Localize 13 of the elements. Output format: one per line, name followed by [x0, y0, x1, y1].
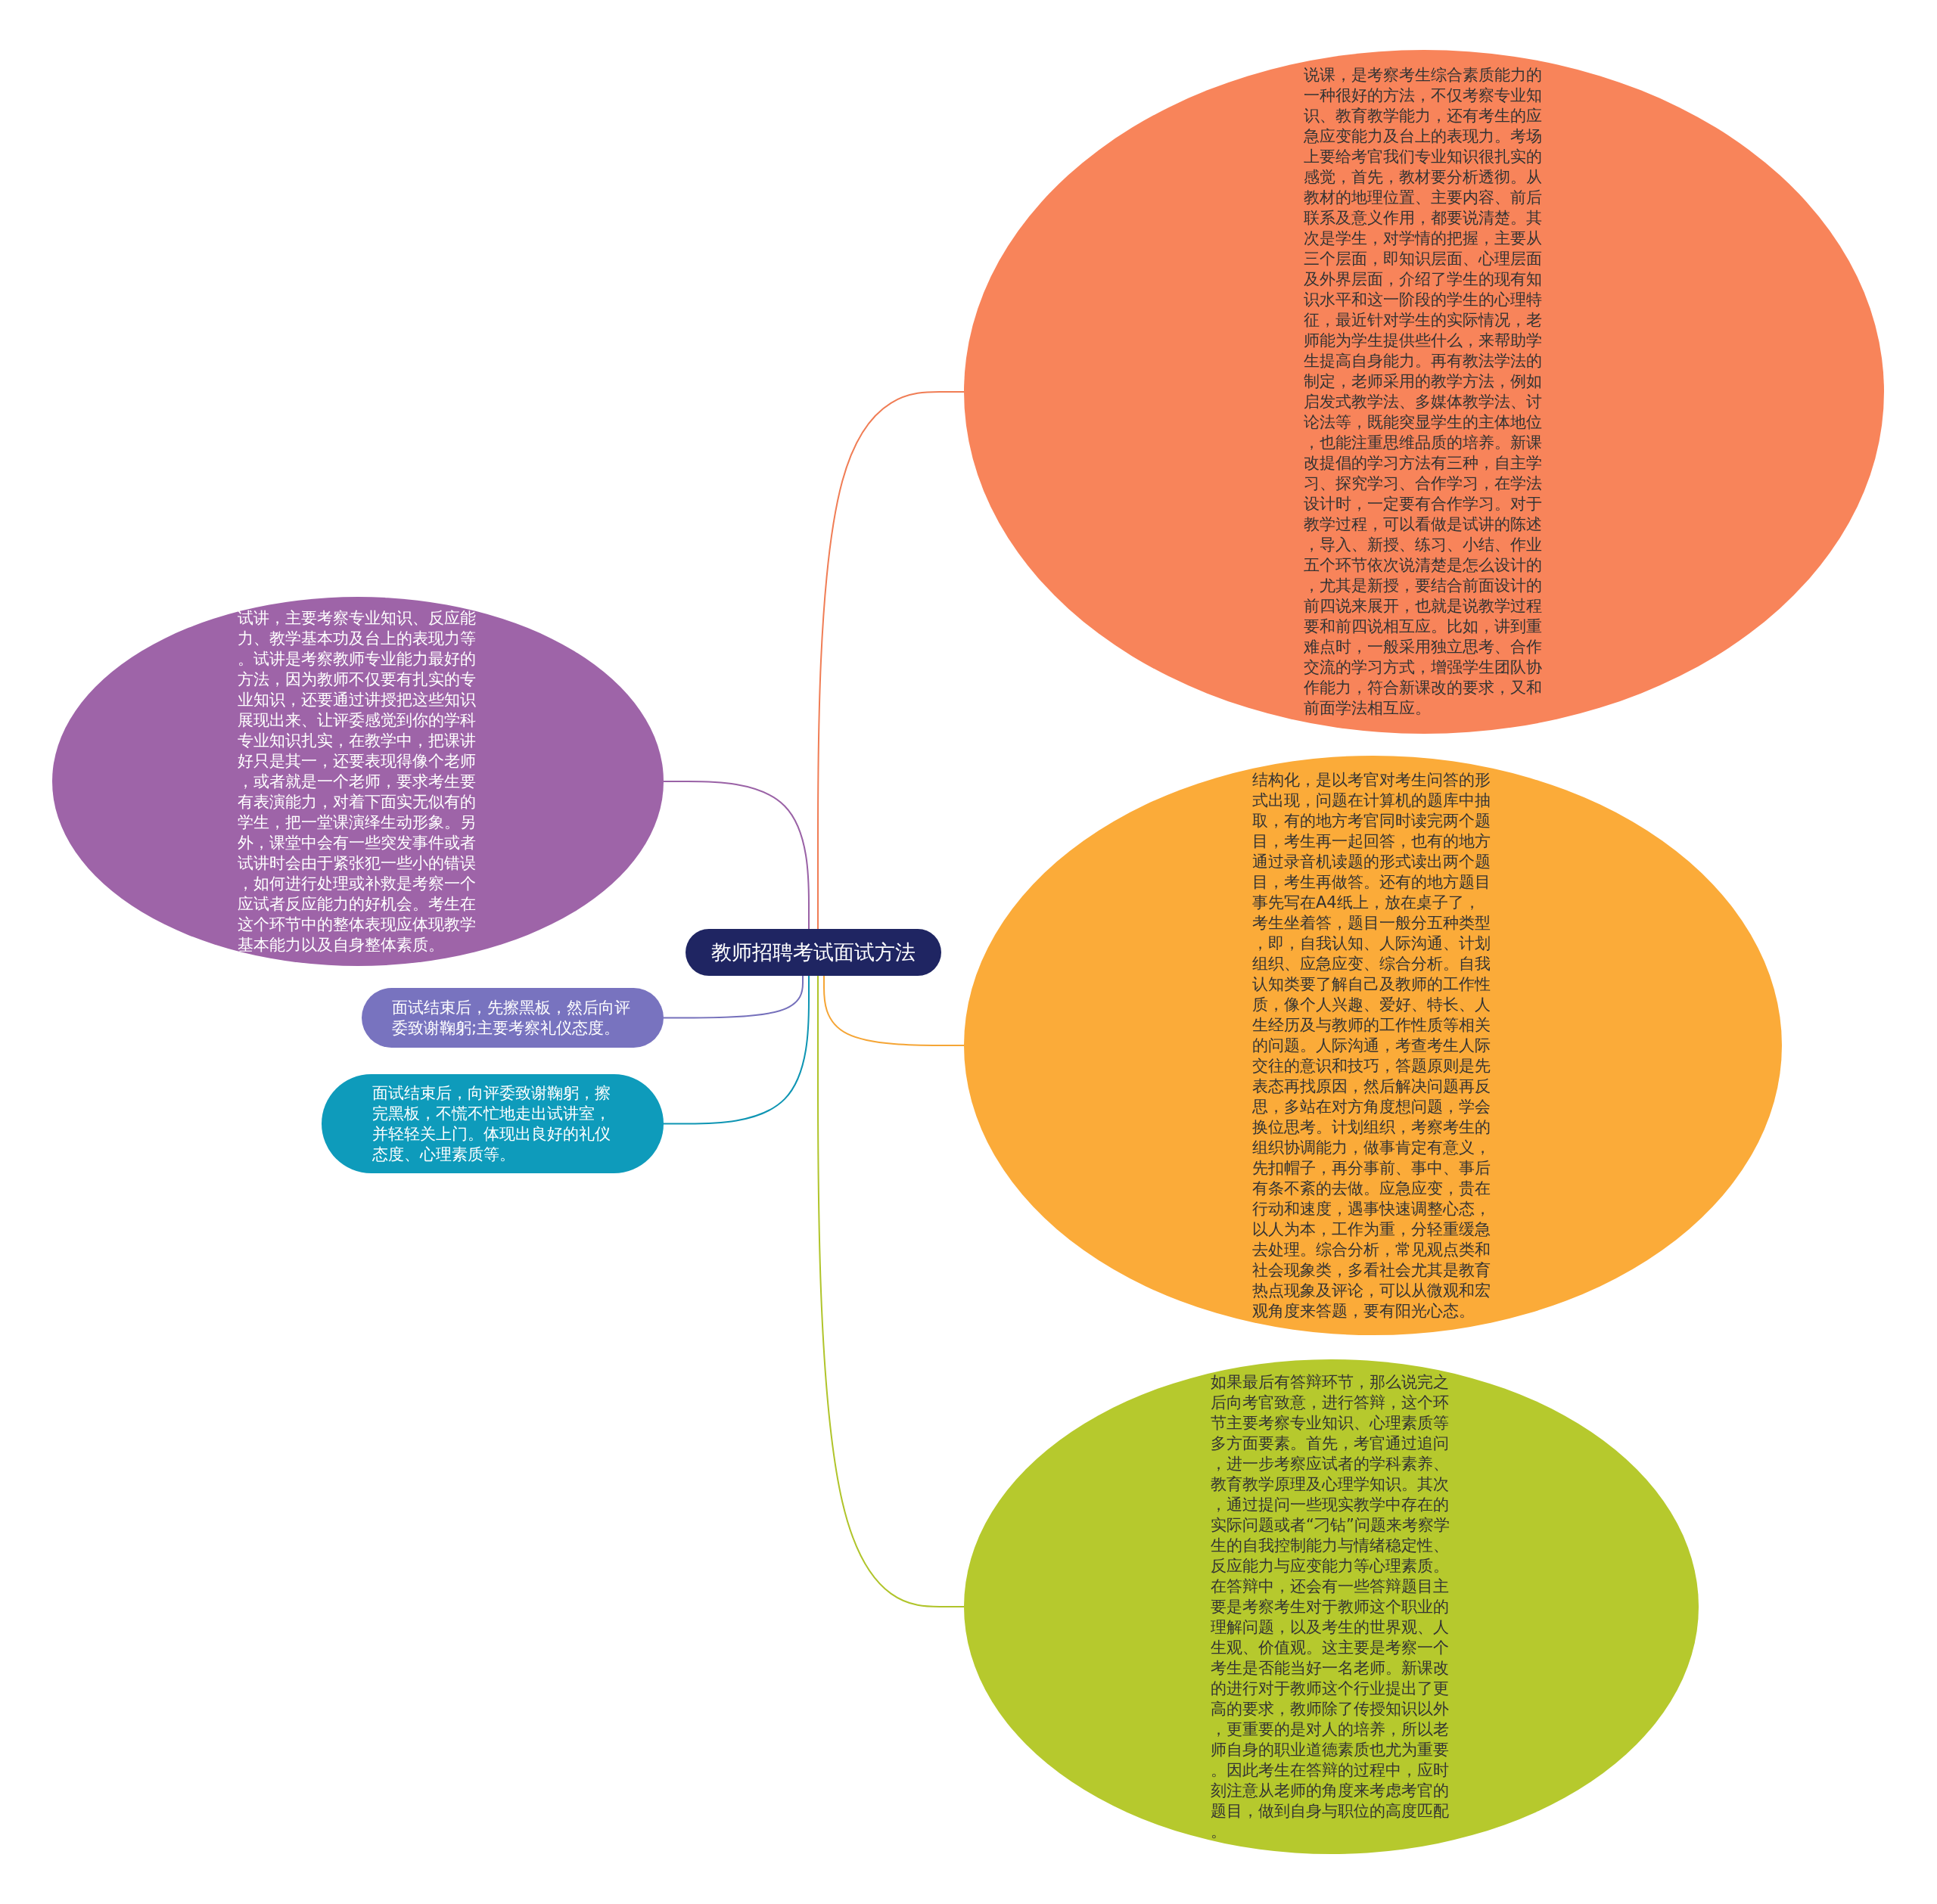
branch-text: 面试结束后，向评委致谢鞠躬，擦完黑板，不慌不忙地走出试讲室，并轻轻关上门。体现出良好的礼仪态度、心理素质等。	[372, 1082, 611, 1165]
connector-line	[663, 975, 804, 1019]
topic-text: 教师招聘考试面试方法	[711, 940, 916, 965]
branch-text: 试讲，主要考察专业知识、反应能力、教学基本功及台上的表现力等。试讲是考察教师专业能力最好的方法，因为教师不仅要有扎实的专业知识，还要通过讲授把这些知识展现出来、让评委感觉到你的学科专业知识扎实，在教学中，把课讲好只是其一，还要表现得像个老师，或者就是一个老师，要求考生要有表演能力，对着下面实无似有的学生，把一堂课演绎生动形象。另外，课堂中会有一些突发事件或者试讲时会由于紧张犯一些小的错误，如何进行处理或补救是考察一个应试者反应能力的好机会。考生在这个环节中的整体表现应体现教学基本能力以及自身整体素质。	[237, 607, 477, 955]
branch-text: 结构化，是以考官对考生问答的形式出现，问题在计算机的题库中抽取，有的地方考官同时读完两个题目，考生再一起回答，也有的地方通过录音机读题的形式读出两个题目，考生再做答。还有的地方题目事先写在A4纸上，放在桌子了，考生坐着答，题目一般分五种类型，即，自我认知、人际沟通、计划组织、应急应变、综合分析。自我认知类要了解自己及教师的工作性质，像个人兴趣、爱好、特长、人生经历及与教师的工作性质等相关的问题。人际沟通，考查考生人际交往的意识和技巧，答题原则是先表态再找原因，然后解决问题再反思，多站在对方角度想问题，学会换位思考。计划组织，考察考生的组织协调能力，做事肯定有意义，先扣帽子，再分事前、事中、事后有条不紊的去做。应急应变，贵在行动和速度，遇事快速调整心态，以人为本，工作为重，分轻重缓急去处理。综合分析，常见观点类和社会现象类，多看社会尤其是教育热点现象及评论，可以从微观和宏观角度来答题，要有阳光心态。	[1252, 769, 1491, 1322]
connector-line	[817, 391, 965, 930]
connector-line	[817, 975, 965, 1607]
connector-line	[823, 975, 965, 1046]
branch-text: 说课，是考察考生综合素质能力的一种很好的方法，不仅考察专业知识、教育教学能力，还有考生的应急应变能力及台上的表现力。考场上要给考官我们专业知识很扎实的感觉，首先，教材要分析透彻。从教材的地理位置、主要内容、前后联系及意义作用，都要说清楚。其次是学生，对学情的把握，主要从三个层面，即知识层面、心理层面及外界层面，介绍了学生的现有知识水平和这一阶段的学生的心理特征，最近针对学生的实际情况，老师能为学生提供些什么，来帮助学生提高自身能力。再有教法学法的制定，老师采用的教学方法，例如启发式教学法、多媒体教学法、讨论法等，既能突显学生的主体地位，也能注重思维品质的培养。新课改提倡的学习方法有三种，自主学习、探究学习、合作学习，在学法设计时，一定要有合作学习。对于教学过程，可以看做是试讲的陈述，导入、新授、练习、小结、作业五个环节依次说清楚是怎么设计的，尤其是新授，要结合前面设计的前四说来展开，也就是说教学过程要和前四说相互应。比如，讲到重难点时，一般采用独立思考、合作交流的学习方式，增强学生团队协作能力，符合新课改的要求，又和前面学法相互应。	[1303, 65, 1543, 719]
connector-line	[663, 975, 810, 1125]
branch-text: 面试结束后，先擦黑板，然后向评委致谢鞠躬;主要考察礼仪态度。	[392, 997, 631, 1039]
branch-text: 如果最后有答辩环节，那么说完之后向考官致意，进行答辩，这个环节主要考察专业知识、心理素质等多方面要素。首先，考官通过追问，进一步考察应试者的学科素养、教育教学原理及心理学知识。其次，通过提问一些现实教学中存在的实际问题或者“刁钻”问题来考察学生的自我控制能力与情绪稳定性、反应能力与应变能力等心理素质。在答辩中，还会有一些答辩题目主要是考察考生对于教师这个职业的理解问题，以及考生的世界观、人生观、价值观。这主要是考察一个考生是否能当好一名老师。新课改的进行对于教师这个行业提出了更高的要求，教师除了传授知识以外，更重要的是对人的培养，所以老师自身的职业道德素质也尤为重要。因此考生在答辩的过程中，应时刻注意从老师的角度来考虑考官的题目，做到自身与职位的高度匹配。	[1211, 1371, 1450, 1842]
connector-line	[663, 781, 810, 930]
